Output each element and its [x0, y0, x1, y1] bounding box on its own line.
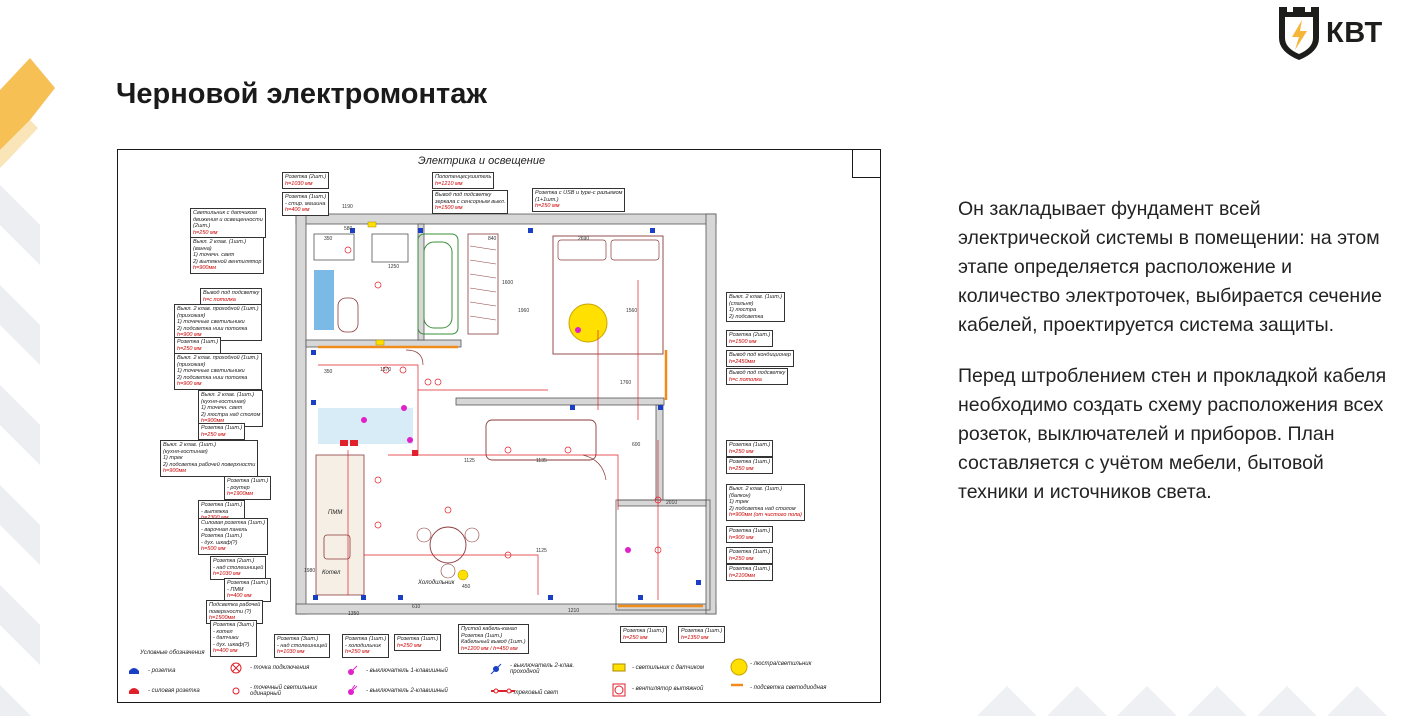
- fan-icon: [612, 683, 626, 697]
- shield-logo-icon: [1279, 7, 1319, 60]
- note: Розетка (1шт.)h=250 мм: [726, 457, 774, 474]
- plan-title: Электрика и освещение: [418, 155, 546, 167]
- logo-text: КВТ: [1326, 16, 1383, 49]
- dimension: 1350: [348, 611, 360, 617]
- legend-item: - силовая розетка: [128, 685, 200, 697]
- legend-item: - выключатель 2-клав. проходной: [490, 663, 576, 675]
- dimension: 610: [412, 604, 421, 610]
- led-strip-icon: [730, 682, 744, 694]
- note: Розетка (3шт.)- котел- датчики- дух. шка…: [210, 620, 258, 657]
- power-socket-icon: [128, 685, 142, 697]
- note: Розетка (2шт.)h=1030 мм: [282, 172, 330, 189]
- legend-item: - подсветка светодиодная: [730, 682, 826, 694]
- legend-item: - трековый свет: [490, 687, 558, 699]
- legend-item: - выключатель 2-клавишный: [346, 685, 448, 697]
- dimension: 450: [462, 584, 471, 590]
- chandelier-icon: [730, 658, 748, 676]
- decorative-chevrons: [0, 58, 55, 716]
- dimension: 350: [324, 236, 333, 242]
- note: Розетка (1шт.)h=2100мм: [726, 564, 774, 581]
- decorative-stripes: [977, 686, 1387, 716]
- dimension: 350: [324, 369, 333, 375]
- note: Выкл. 2 клав. проходной (1шт.)(прихожая)…: [174, 304, 262, 341]
- note: Выкл. 2 клав. (1шт.)(кухня-гостиная)1) т…: [198, 390, 264, 427]
- note: Выкл. 2 клав. (1шт.)(кухня-гостиная)1) т…: [160, 440, 259, 477]
- note: Розетка (2шт.)h=1500 мм: [726, 330, 774, 347]
- dimension: 1250: [388, 264, 400, 270]
- paragraph: Он закладывает фундамент всей электричес…: [958, 198, 1382, 336]
- note: Выкл. 2 клав. (1шт.)(ванна)1) точечн. св…: [190, 237, 265, 274]
- dimension: 1135: [536, 458, 547, 464]
- note: Розетка (1шт.)h=250 мм: [726, 547, 774, 564]
- room-label: Котел: [322, 570, 341, 576]
- dimension: 1760: [620, 380, 632, 386]
- room-label: ПММ: [328, 510, 343, 516]
- dimension: 1560: [626, 308, 638, 314]
- frame-corner: [852, 150, 880, 178]
- dimension: 1190: [342, 204, 353, 210]
- legend-item: - выключатель 1-клавишный: [346, 665, 448, 677]
- dimension: 600: [632, 442, 641, 448]
- track-light-icon: [490, 687, 515, 699]
- pass-switch-icon: [490, 663, 504, 675]
- dimension: 1960: [518, 308, 530, 314]
- legend-item: - розетка: [128, 665, 175, 677]
- dimension: 1370: [380, 367, 392, 373]
- note: Розетка (1шт.)h=250 мм: [394, 634, 442, 651]
- legend-item: - точечный светильник одинарный: [230, 685, 320, 697]
- dimension: 840: [488, 236, 497, 242]
- dimension: 580: [344, 226, 353, 232]
- floor-plan-drawing: Электрика и освещение Розетка (2шт.)h=10…: [117, 149, 881, 703]
- dimension: 2010: [666, 500, 678, 506]
- dimension: 1125: [464, 458, 475, 464]
- page-title: Черновой электромонтаж: [116, 78, 487, 110]
- note: Розетка (1шт.)h=250 мм: [198, 423, 246, 440]
- connection-point-icon: [230, 662, 244, 674]
- note: Розетка (1шт.)h=250 мм: [726, 440, 774, 457]
- socket-icon: [128, 665, 142, 677]
- note: Выкл. 2 клав. проходной (1шт.)(прихожая)…: [174, 353, 262, 390]
- note: Розетка (1шт.)h=1350 мм: [678, 626, 726, 643]
- switch-1-icon: [346, 665, 360, 677]
- note: Розетка (1шт.)h=250 мм: [174, 337, 222, 354]
- sensor-light-icon: [612, 662, 626, 674]
- legend-item: - светильник с датчиком: [612, 662, 704, 674]
- spotlight-icon: [230, 685, 244, 697]
- dimension: 1210: [568, 608, 580, 614]
- legend-item: - точка подключения: [230, 662, 309, 674]
- dimension: 1600: [502, 280, 514, 286]
- note: Розетка (1шт.)h=900 мм: [726, 526, 774, 543]
- paragraph: Перед штроблением стен и прокладкой кабе…: [958, 365, 1387, 503]
- dimension: 2690: [578, 236, 590, 242]
- legend-item: - вентилятор вытяжной: [612, 683, 703, 697]
- kvt-logo: КВТ: [1276, 4, 1383, 62]
- note: Розетка с USB и type-c разъемом(1+1шт.)h…: [532, 188, 626, 212]
- legend-item: - люстра/светильник: [730, 658, 811, 676]
- description-text: Он закладывает фундамент всей электричес…: [958, 195, 1398, 529]
- legend-title: Условные обозначения: [140, 650, 205, 656]
- switch-2-icon: [346, 685, 360, 697]
- dimension: 1125: [536, 548, 547, 554]
- room-label: Холодильник: [418, 580, 455, 586]
- note: Розетка (1шт.)h=250 мм: [620, 626, 668, 643]
- dimension: 1980: [304, 568, 316, 574]
